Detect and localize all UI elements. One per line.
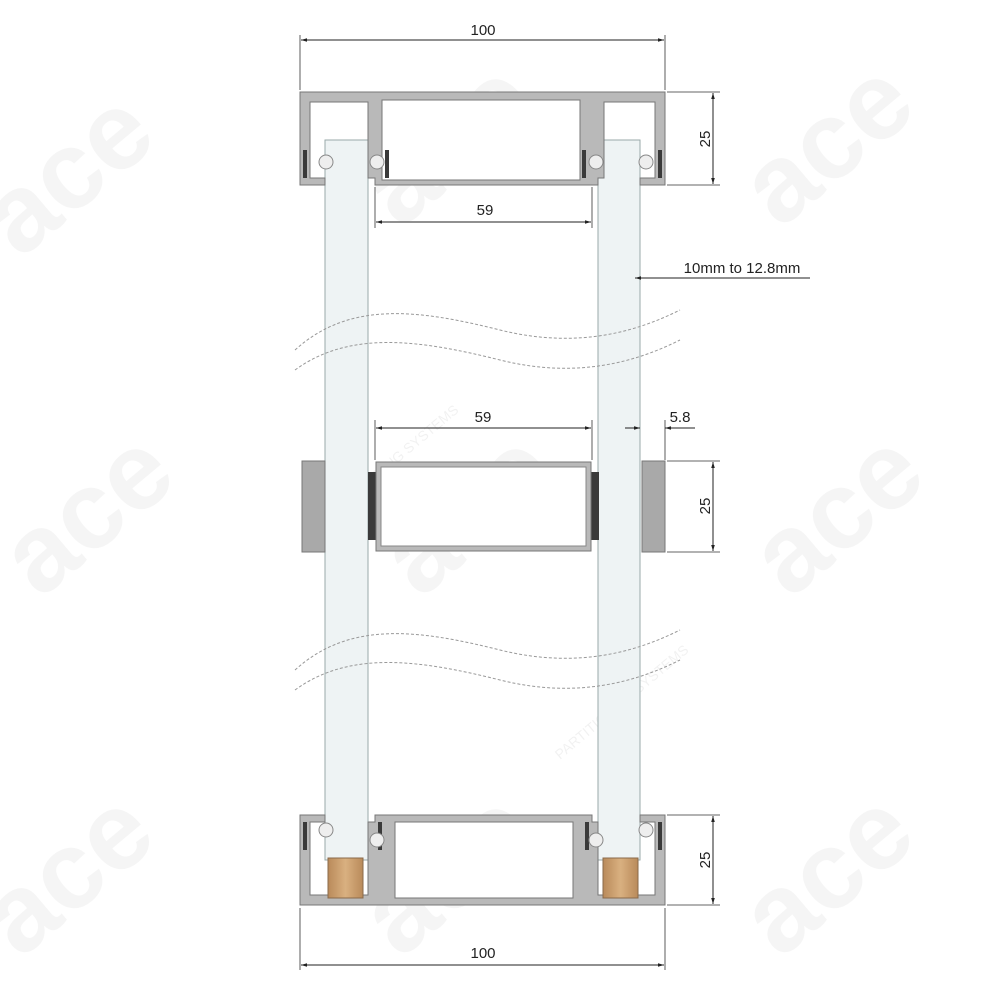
setting-block-right [602, 857, 639, 899]
gasket [303, 822, 307, 850]
setting-block-left [327, 857, 364, 899]
dimension-label: 5.8 [670, 409, 691, 426]
gasket [591, 472, 599, 540]
dimension-label: 25 [697, 852, 714, 869]
dimension-mid-height: 25 [667, 460, 720, 553]
watermark-logo: ace [0, 66, 176, 278]
watermark-logo: ace [716, 36, 936, 248]
dimension-label: 25 [697, 131, 714, 148]
dimension-label: 100 [470, 22, 495, 39]
gasket [303, 150, 307, 178]
gasket [585, 822, 589, 850]
watermark-logo: ace [716, 766, 936, 978]
break-lines [294, 309, 681, 691]
mid-transom [301, 460, 666, 553]
side-cap-right [641, 460, 666, 553]
dimension-glass-thickness: 10mm to 12.8mm [635, 260, 810, 280]
sill-profile [299, 814, 666, 906]
side-cap-left [301, 460, 326, 553]
watermark-logo: ace [0, 766, 176, 978]
gasket [582, 150, 586, 178]
gasket [368, 472, 376, 540]
glass-pane-right [597, 139, 641, 861]
dimension-label: 10mm to 12.8mm [684, 260, 801, 277]
dimension-top-channel: 59 [374, 187, 593, 228]
dimension-label: 59 [477, 202, 494, 219]
dimension-mid-offset: 5.8 [625, 409, 695, 460]
dimension-label: 100 [470, 945, 495, 962]
dimension-bottom-height: 25 [667, 814, 720, 906]
glass-pane-left [324, 139, 369, 861]
gasket [658, 150, 662, 178]
dimension-top-width: 100 [299, 22, 666, 90]
watermark-logo: ace [726, 406, 946, 618]
dimension-top-height: 25 [667, 91, 720, 186]
dimension-label: 59 [475, 409, 492, 426]
dimension-mid-channel: 59 [374, 409, 593, 460]
dimension-label: 25 [697, 498, 714, 515]
gasket [385, 150, 389, 178]
watermark-logo: ace [0, 406, 196, 618]
dimension-bottom-width: 100 [299, 908, 666, 970]
gasket [658, 822, 662, 850]
head-profile [299, 91, 666, 186]
